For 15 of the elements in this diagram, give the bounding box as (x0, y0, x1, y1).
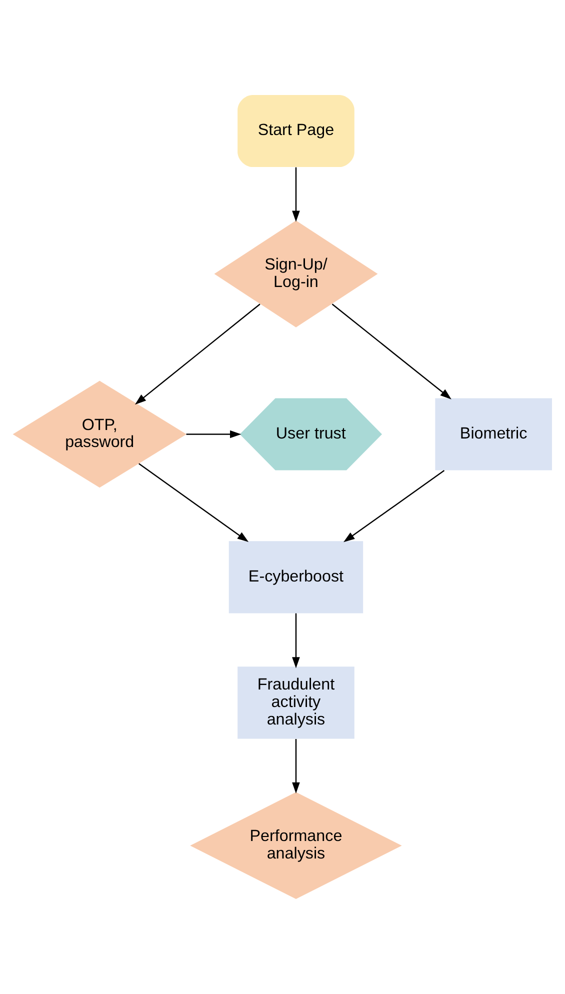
arrow (332, 304, 452, 400)
node-box: E-cyberboost (228, 541, 364, 614)
arrow (344, 470, 445, 542)
node-diamond: Performance analysis (190, 792, 402, 900)
node-box: Fraudulent activity analysis (238, 666, 354, 739)
arrow (292, 739, 300, 794)
arrow (134, 304, 260, 405)
arrow (186, 430, 242, 438)
node-diamond: Sign-Up/ Log-in (214, 220, 378, 328)
arrow (292, 613, 300, 668)
arrow (292, 167, 300, 222)
node-diamond: OTP, password (12, 380, 186, 488)
node-box: Start Page (238, 94, 354, 168)
arrow (138, 463, 249, 542)
node-box: Biometric (435, 398, 552, 470)
